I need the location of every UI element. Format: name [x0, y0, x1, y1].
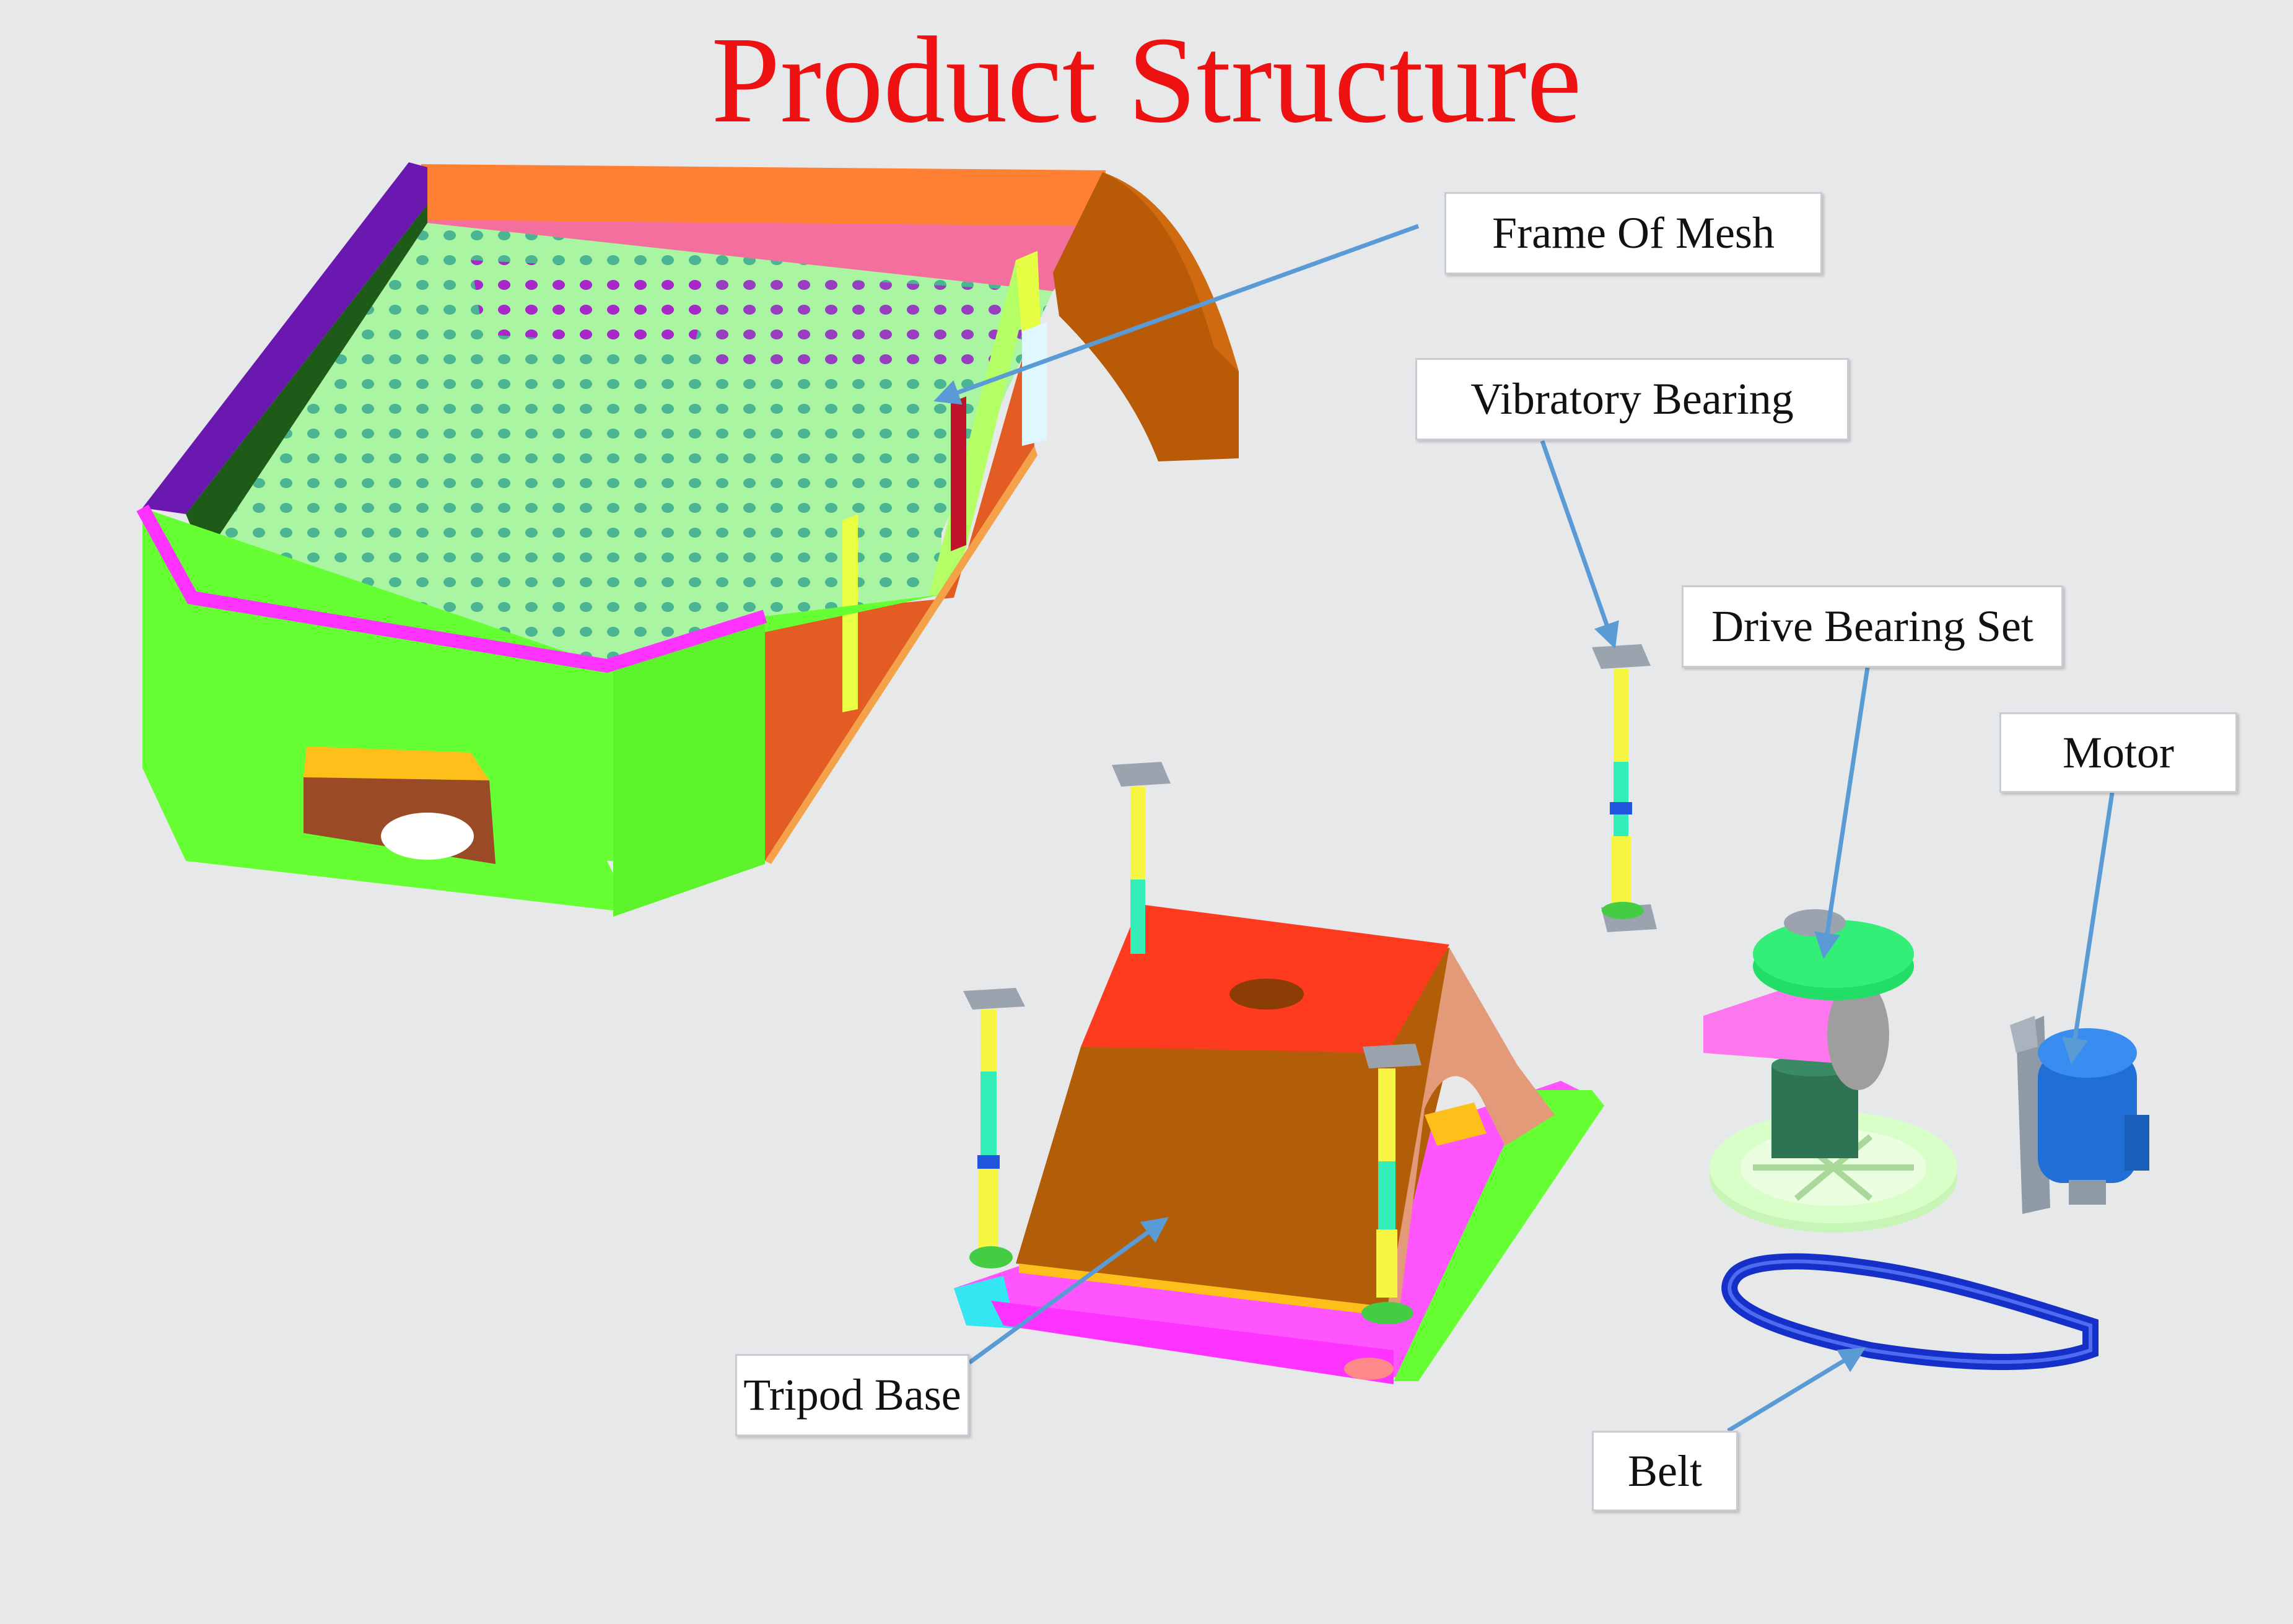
frame-of-mesh-arrow [933, 224, 1420, 405]
drive-bearing-set-label: Drive Bearing Set [1682, 585, 2063, 668]
vibratory-bearing-label-text: Vibratory Bearing [1470, 374, 1794, 424]
drive-bearing-set-part [1703, 909, 1957, 1233]
vibratory-bearing-arrow [1540, 440, 1619, 649]
tripod-base-part [954, 904, 1604, 1384]
frame-of-mesh-part [136, 162, 1239, 917]
vibratory-bearing-label: Vibratory Bearing [1415, 358, 1849, 440]
tripod-base-arrow [967, 1217, 1169, 1364]
tripod-base-label: Tripod Base [735, 1354, 969, 1436]
vibratory-bearing-part [963, 644, 1657, 1324]
belt-part [1721, 1253, 2099, 1370]
page-title: Product Structure [711, 12, 1582, 149]
drive-bearing-set-arrow [1814, 667, 1870, 959]
motor-label-text: Motor [2063, 727, 2174, 777]
frame-of-mesh-label-text: Frame Of Mesh [1492, 208, 1775, 258]
drive-bearing-set-label-text: Drive Bearing Set [1711, 601, 2033, 651]
motor-arrow [2062, 792, 2115, 1065]
belt-label: Belt [1592, 1431, 1738, 1511]
motor-part [2010, 1016, 2149, 1214]
tripod-base-label-text: Tripod Base [743, 1370, 961, 1420]
motor-label: Motor [1999, 712, 2237, 793]
belt-arrow [1727, 1347, 1866, 1433]
belt-label-text: Belt [1628, 1446, 1702, 1496]
frame-of-mesh-label: Frame Of Mesh [1444, 192, 1822, 274]
callout-arrows [933, 224, 2115, 1433]
